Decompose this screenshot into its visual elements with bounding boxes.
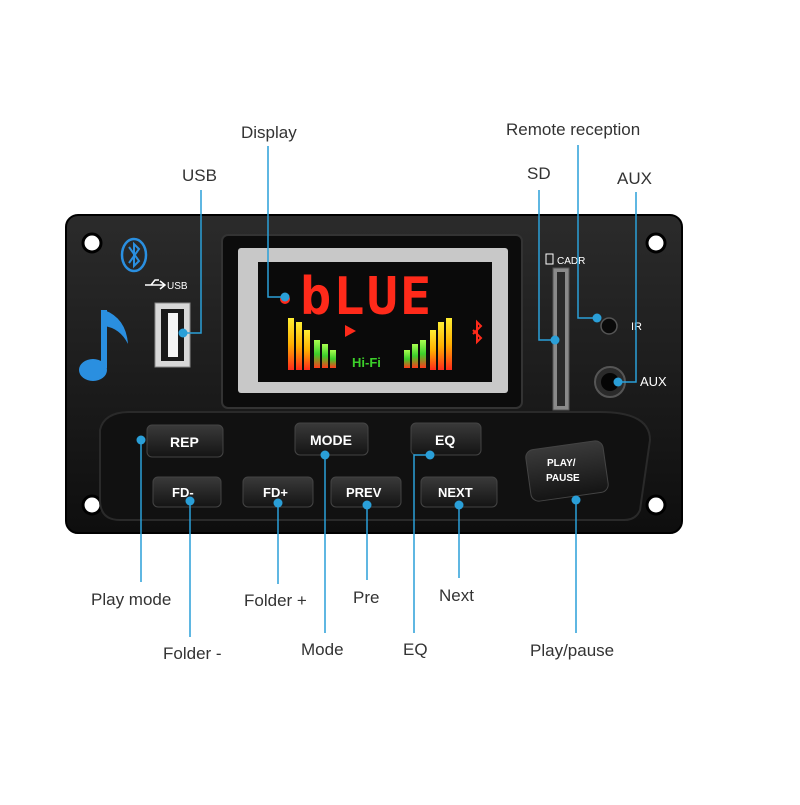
- bluetooth-icon: [120, 237, 148, 273]
- fd-minus-button[interactable]: FD-: [152, 476, 222, 508]
- callout-play-pause: Play/pause: [530, 641, 615, 660]
- play-indicator-icon: [345, 325, 356, 337]
- spectrum-left: [288, 318, 336, 370]
- callout-eq: EQ: [403, 640, 428, 659]
- leader-lines: [140, 145, 637, 637]
- hifi-text: Hi-Fi: [352, 355, 381, 370]
- svg-text:REP: REP: [170, 434, 199, 450]
- callout-remote-reception: Remote reception: [506, 120, 641, 139]
- mode-button[interactable]: MODE: [294, 422, 369, 456]
- sd-slot-label: CADR: [557, 256, 585, 267]
- callout-folder-minus: Folder -: [163, 644, 222, 663]
- callout-aux: AUX: [617, 169, 652, 188]
- panel-usb-label: USB: [167, 281, 188, 292]
- svg-text:EQ: EQ: [435, 432, 455, 448]
- svg-text:FD+: FD+: [263, 485, 288, 500]
- music-note-icon: [79, 310, 128, 381]
- spectrum-right: [404, 318, 452, 370]
- usb-symbol-icon: [145, 279, 167, 290]
- svg-text:PLAY/: PLAY/: [547, 458, 576, 469]
- aux-jack[interactable]: [594, 366, 626, 398]
- callout-display: Display: [241, 123, 297, 142]
- sd-icon: [545, 253, 554, 265]
- callout-pre: Pre: [353, 588, 380, 607]
- callout-sd: SD: [527, 164, 551, 183]
- callout-mode: Mode: [301, 640, 344, 659]
- ir-receiver: [600, 317, 618, 335]
- button-bar: [99, 411, 652, 521]
- svg-text:NEXT: NEXT: [438, 485, 473, 500]
- fd-plus-button[interactable]: FD+: [242, 476, 314, 508]
- svg-text:MODE: MODE: [310, 432, 352, 448]
- rep-button[interactable]: REP: [146, 424, 224, 458]
- leader-dots: [136, 292, 623, 510]
- svg-text:PAUSE: PAUSE: [546, 473, 580, 484]
- eq-button[interactable]: EQ: [410, 422, 482, 456]
- prev-button[interactable]: PREV: [330, 476, 402, 508]
- svg-text:PREV: PREV: [346, 485, 382, 500]
- panel-aux-label: AUX: [640, 374, 667, 389]
- callout-usb: USB: [182, 166, 217, 185]
- callout-play-mode: Play mode: [91, 590, 172, 609]
- callout-next: Next: [439, 586, 474, 605]
- play-pause-button[interactable]: PLAY/ PAUSE: [525, 440, 609, 502]
- display-bluetooth-icon: [472, 319, 483, 345]
- display-text: bLUE: [300, 267, 433, 327]
- callout-folder-plus: Folder +: [244, 591, 307, 610]
- svg-text:FD-: FD-: [172, 485, 194, 500]
